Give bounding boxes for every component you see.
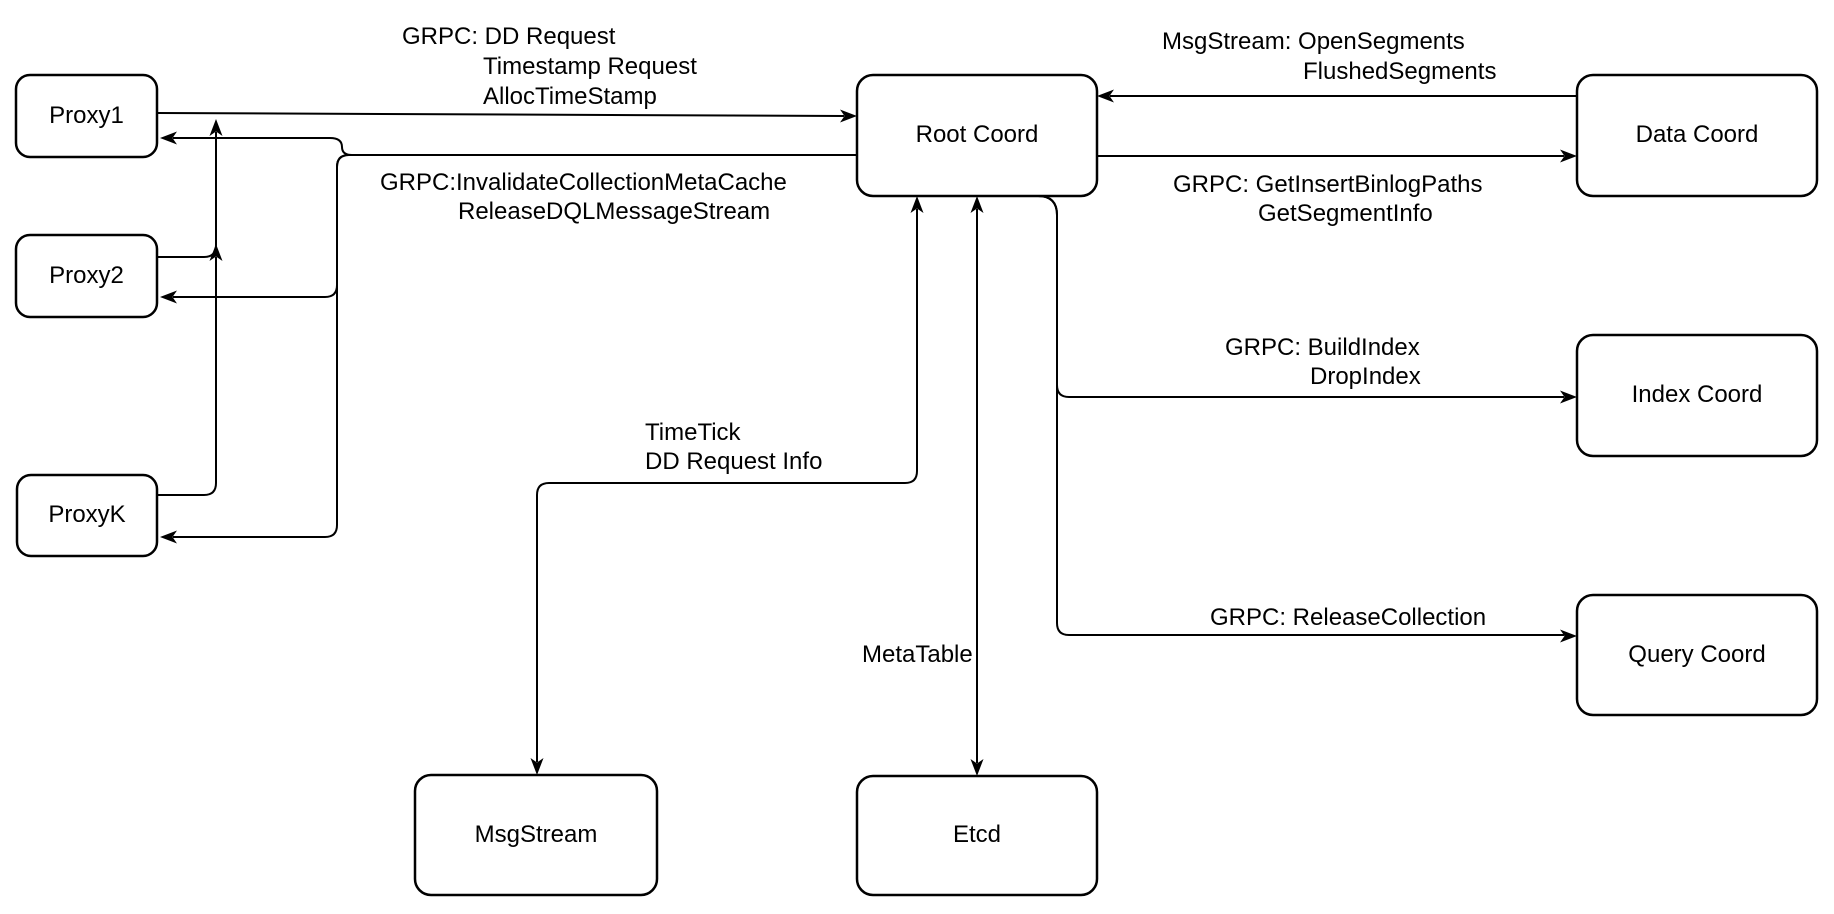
node-msgstream-box: [413, 773, 659, 897]
arrowhead-upbus-top: [209, 119, 223, 136]
edge-label-root-to-msgstream: DD Request Info: [645, 448, 823, 475]
edge-root-msgstream-line: [536, 209, 918, 762]
node-query-coord-box: [1575, 593, 1819, 717]
node-proxy2-box: [14, 233, 159, 319]
arrowhead-into-msgstream: [530, 758, 544, 775]
node-data-coord-label: Data Coord: [1635, 121, 1759, 148]
arrowhead-into-proxy2: [160, 290, 177, 304]
edge-label-root-to-query: GRPC: ReleaseCollection: [1210, 604, 1487, 631]
arrowhead-upbus-mid: [209, 244, 223, 261]
arrowhead-into-index: [1560, 390, 1577, 404]
node-proxy2-label: Proxy2: [49, 262, 124, 289]
node-root-coord-box: [855, 73, 1099, 198]
arrowhead-into-query: [1560, 629, 1577, 643]
arrowhead-msgstream-into-root: [910, 196, 924, 213]
edge-proxy2-to-root-line: [157, 132, 217, 258]
arrowhead-into-etcd: [970, 759, 984, 776]
edge-label-root-to-index: GRPC: BuildIndex: [1225, 334, 1420, 361]
edge-label-root-to-data: GetSegmentInfo: [1258, 200, 1433, 227]
edge-label-root-to-proxies: GRPC:InvalidateCollectionMetaCache: [380, 169, 787, 196]
node-root-coord-label: Root Coord: [915, 121, 1039, 148]
node-proxyk-label: ProxyK: [48, 501, 126, 528]
edge-label-root-to-index: DropIndex: [1310, 363, 1421, 390]
edge-label-root-to-etcd: MetaTable: [862, 641, 973, 668]
arrowhead-into-proxy1: [160, 131, 177, 145]
node-query-coord-label: Query Coord: [1628, 641, 1766, 668]
edge-label-root-to-proxies: ReleaseDQLMessageStream: [458, 198, 771, 225]
edge-label-proxies-to-root: AllocTimeStamp: [483, 83, 657, 110]
edge-proxyk-to-root-line: [157, 257, 217, 496]
arrowhead-into-proxyk: [160, 530, 177, 544]
node-msgstream-label: MsgStream: [474, 821, 598, 848]
node-data-coord-box: [1575, 73, 1819, 198]
edge-root-to-proxyk-line: [173, 154, 857, 538]
edge-label-proxies-to-root: GRPC: DD Request: [402, 23, 616, 50]
node-proxy1-label: Proxy1: [49, 102, 124, 129]
edge-label-root-to-msgstream: TimeTick: [645, 419, 741, 446]
arrowhead-into-root-right: [1097, 89, 1114, 103]
node-proxyk-box: [15, 473, 159, 558]
node-index-coord-label: Index Coord: [1631, 381, 1763, 408]
arrowhead-into-root-left: [840, 109, 857, 123]
edge-label-root-to-data: GRPC: GetInsertBinlogPaths: [1173, 171, 1483, 198]
edge-label-proxies-to-root: Timestamp Request: [483, 53, 697, 80]
edge-label-data-to-root: MsgStream: OpenSegments: [1162, 28, 1465, 55]
edge-root-to-proxy1-line: [173, 137, 857, 156]
node-etcd-label: Etcd: [952, 821, 1002, 848]
node-index-coord-box: [1575, 333, 1819, 458]
edge-proxy1-to-root-line: [156, 112, 845, 117]
edge-root-to-query-line: [1037, 195, 1564, 636]
arrowhead-into-data: [1560, 149, 1577, 163]
arrowhead-etcd-into-root: [970, 196, 984, 213]
node-etcd-box: [855, 774, 1099, 897]
node-proxy1-box: [14, 73, 159, 159]
edge-label-data-to-root: FlushedSegments: [1303, 58, 1497, 85]
